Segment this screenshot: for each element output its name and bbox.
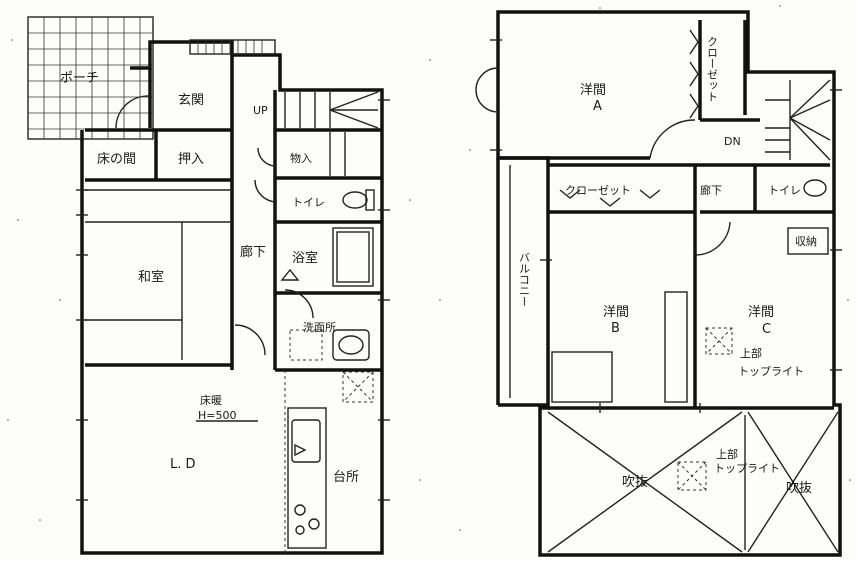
floor-1: ポーチ 玄関 UP 床の間 押入 物入 トイレ 廊下 和室 浴室 洗面所 床暖 … bbox=[27, 16, 390, 555]
stove-burner bbox=[308, 518, 320, 530]
label-room-c: 洋間 bbox=[748, 305, 774, 320]
label-upper-part-2: 上部 bbox=[716, 447, 738, 461]
stove-burner bbox=[294, 504, 306, 516]
label-tokonoma: 床の間 bbox=[97, 152, 136, 167]
label-room-b-letter: B bbox=[611, 321, 620, 336]
label-toilet-2f: トイレ bbox=[768, 184, 801, 197]
label-room-a-letter: A bbox=[593, 99, 602, 114]
label-toilet-1f: トイレ bbox=[292, 196, 325, 209]
door-room-a bbox=[649, 119, 696, 159]
toilet-bowl-1f bbox=[342, 191, 368, 209]
label-void-left: 吹抜 bbox=[622, 474, 648, 490]
storage-box-2f bbox=[787, 227, 829, 255]
entrance-door bbox=[115, 95, 151, 129]
label-bath: 浴室 bbox=[292, 250, 318, 266]
stove-burner bbox=[295, 525, 305, 535]
label-ld: L. D bbox=[170, 457, 196, 472]
entry-grate bbox=[189, 39, 276, 55]
kitchen-counter bbox=[287, 407, 327, 549]
toilet-bowl-2f bbox=[803, 179, 827, 197]
floor2-outer-wall bbox=[496, 10, 842, 557]
label-floor-heating: 床暖 bbox=[200, 393, 222, 407]
label-storage-1f: 物入 bbox=[290, 151, 312, 165]
label-hallway-1f: 廊下 bbox=[240, 244, 266, 260]
floor1-stairs bbox=[284, 91, 379, 176]
label-up: UP bbox=[253, 104, 268, 117]
wash-basin bbox=[332, 329, 370, 361]
porch-area bbox=[27, 16, 154, 140]
label-void-right: 吹抜 bbox=[786, 480, 812, 496]
label-dn: DN bbox=[724, 135, 741, 148]
label-balcony: バルコニー bbox=[518, 252, 531, 307]
scan-noise bbox=[7, 5, 851, 531]
label-upper-part: 上部 bbox=[740, 346, 762, 360]
label-oshiire: 押入 bbox=[178, 152, 204, 167]
label-porch: ポーチ bbox=[60, 71, 99, 86]
label-room-c-letter: C bbox=[762, 322, 771, 337]
label-height-note: H=500 bbox=[198, 409, 236, 422]
kitchen-sink bbox=[291, 419, 321, 463]
label-kitchen: 台所 bbox=[333, 470, 359, 485]
label-entrance: 玄関 bbox=[178, 93, 204, 108]
label-washitsu: 和室 bbox=[138, 269, 164, 285]
label-washroom: 洗面所 bbox=[303, 321, 336, 334]
label-closet-2f: クローゼット bbox=[565, 184, 631, 197]
floor2-interior-walls bbox=[500, 20, 834, 550]
label-room-b: 洋間 bbox=[603, 305, 629, 320]
label-toplight-2: トップライト bbox=[714, 462, 780, 475]
refrigerator-space bbox=[342, 371, 374, 403]
label-closet-vertical: クローゼット bbox=[706, 36, 719, 102]
label-room-a: 洋間 bbox=[580, 83, 606, 98]
floor2-stairs bbox=[765, 79, 831, 161]
label-storage-2f: 収納 bbox=[795, 235, 817, 248]
toplight-void bbox=[677, 461, 707, 491]
label-toplight: トップライト bbox=[738, 365, 804, 378]
floor-2: 洋間 A クローゼット DN クローゼット 廊下 トイレ 収納 バルコニー 洋間… bbox=[475, 10, 842, 557]
door-room-c bbox=[694, 221, 731, 256]
floor1-outer-wall bbox=[80, 40, 384, 555]
floor1-interior-walls bbox=[85, 55, 382, 553]
bathtub bbox=[332, 227, 374, 287]
label-hallway-2f: 廊下 bbox=[700, 183, 722, 197]
void-cross-lines bbox=[547, 411, 839, 553]
toplight-room-c bbox=[705, 327, 733, 355]
